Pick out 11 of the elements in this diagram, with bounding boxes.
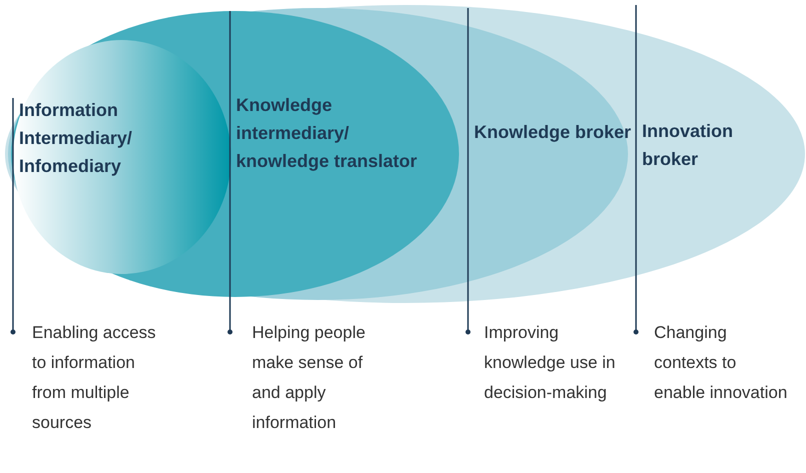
leader-line xyxy=(228,11,232,334)
description-text: Enabling access to information from multiple sources xyxy=(14,318,168,438)
ellipse-heading: Knowledge intermediary/ knowledge translator xyxy=(235,94,418,173)
description-text: Improving knowledge use in decision-making xyxy=(466,318,620,408)
description-text: Changing contexts to enable innovation xyxy=(636,318,790,408)
description-text: Helping people make sense of and apply information xyxy=(234,318,388,438)
leader-line xyxy=(634,5,638,334)
leader-line xyxy=(466,8,470,334)
leader-line xyxy=(10,98,16,334)
ellipse-heading: Information Intermediary/ Infomediary xyxy=(18,99,134,178)
ellipse-heading: Innovation broker xyxy=(641,120,734,171)
